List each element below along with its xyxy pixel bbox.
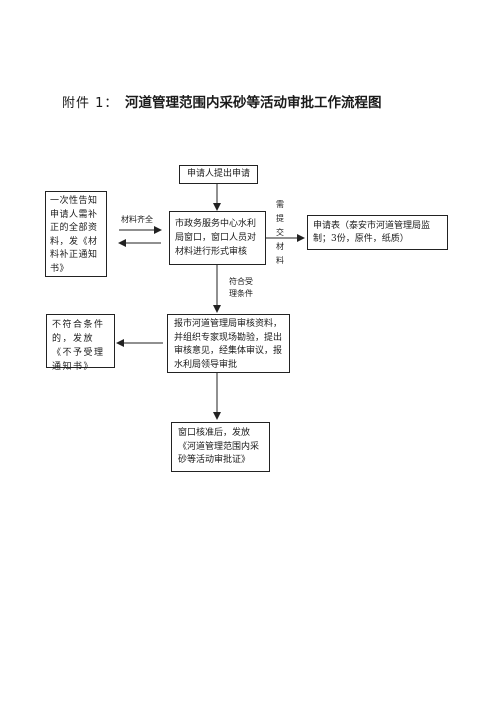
attachment-label: 附件 1： (62, 96, 119, 111)
label-meets-conditions: 符合受理条件 (229, 277, 253, 298)
node-river-bureau: 报市河道管理局审核资料，并组织专家现场勘验，提出审核意见，经集体审议，报水利局领… (167, 314, 290, 373)
node-application-form: 申请表（泰安市河道管理局监制；3份，原件，纸质） (307, 215, 448, 250)
label-materials-complete: 材料齐全 (121, 215, 153, 224)
label-submit-materials: 需提交材料 (276, 200, 288, 265)
node-reject-left: 不符合条件的，发放《不予受理通知书》 (46, 314, 115, 372)
page-title: 河道管理范围内采砂等活动审批工作流程图 (125, 95, 382, 111)
node-window-review: 市政务服务中心水利局窗口，窗口人员对材料进行形式审核 (169, 211, 266, 265)
node-permit: 窗口核准后，发放《河道管理范围内采砂等活动审批证》 (171, 422, 270, 472)
node-applicant: 申请人提出申请 (179, 165, 258, 184)
node-notice-left: 一次性告知申请人需补正的全部资料，发《材料补正通知书》 (45, 191, 107, 277)
